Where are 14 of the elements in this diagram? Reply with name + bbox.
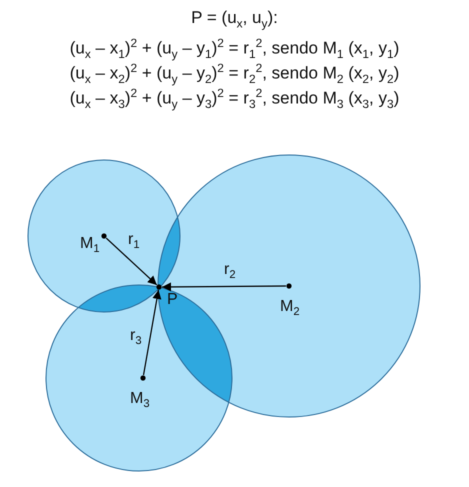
arrow: [142, 290, 162, 376]
edge-label: r$_{3}$: [130, 327, 142, 348]
point-label: M$_{1}$: [80, 235, 100, 256]
point-label: M$_{3}$: [130, 390, 150, 410]
formula-text: (u$_{x}$ – x$_{1}$)$^{2}$ + (u$_{y}$ – y$_{1}$)$^{2}$ = r$_{1}$$^{2}$, sendo M$_{1}$ (x$_{1}$, y$_{1}$): [68, 36, 400, 62]
arrow: [106, 238, 158, 286]
point-label: M$_{2}$: [280, 298, 300, 318]
formula-text: P = (u$_{x}$, u$_{y}$):: [190, 8, 279, 30]
formula-text: (u$_{x}$ – x$_{3}$)$^{2}$ + (u$_{y}$ – y$_{3}$)$^{2}$ = r$_{3}$$^{2}$, sendo M$_{3}$ (x$_{3}$, y$_{3}$): [68, 86, 400, 112]
arrow: [162, 282, 286, 292]
point-label: P: [167, 291, 178, 309]
formula-text: (u$_{x}$ – x$_{2}$)$^{2}$ + (u$_{y}$ – y$_{2}$)$^{2}$ = r$_{2}$$^{2}$, sendo M$_{2}$ (x$_{2}$, y$_{2}$): [68, 61, 400, 86]
edge-label: r$_{1}$: [128, 231, 140, 252]
edge-label: r$_{2}$: [224, 261, 236, 282]
